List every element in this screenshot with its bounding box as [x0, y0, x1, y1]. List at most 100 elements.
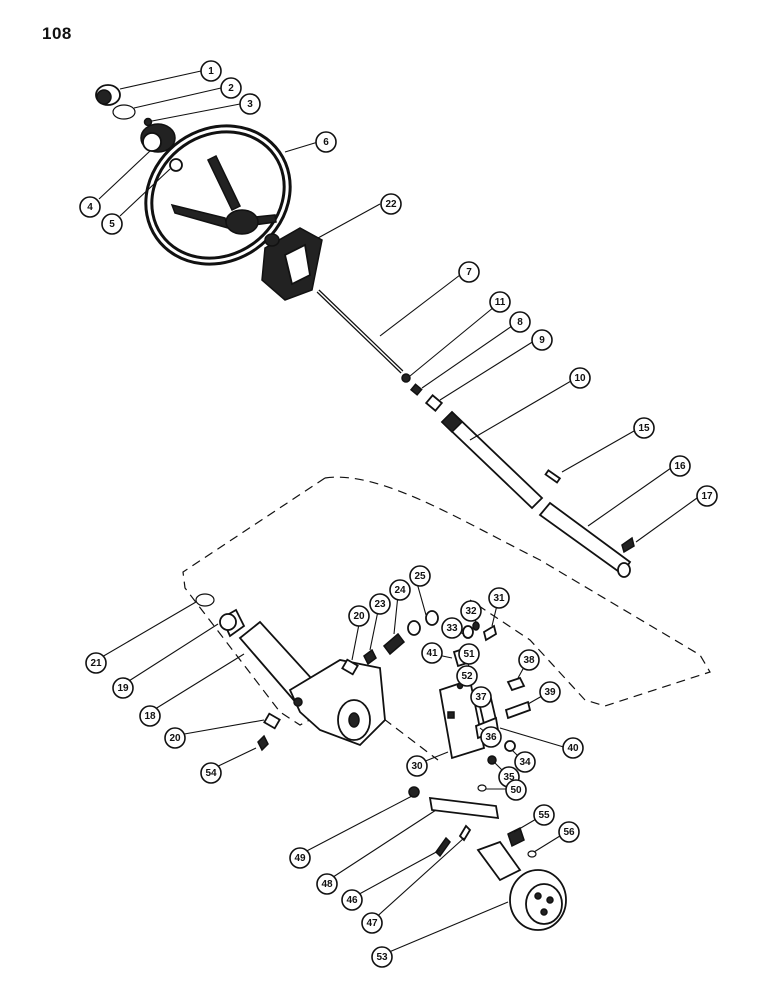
- bolt-31: [482, 624, 498, 642]
- callout-circle: [562, 737, 584, 759]
- link-38: [506, 676, 526, 692]
- callout-label: 47: [366, 918, 378, 929]
- callout-circle: [509, 311, 531, 333]
- callout-label: 24: [394, 585, 406, 596]
- callout-circle: [361, 912, 383, 934]
- callout-label: 23: [374, 599, 386, 610]
- callout-17: 17: [696, 485, 718, 507]
- callout-circle: [200, 762, 222, 784]
- callout-10: 10: [569, 367, 591, 389]
- callout-circle: [441, 617, 463, 639]
- spline-hub: [140, 123, 176, 153]
- callout-label: 4: [87, 202, 93, 213]
- spring-23: [363, 648, 377, 666]
- callout-25: 25: [409, 565, 431, 587]
- callout-circle: [456, 665, 478, 687]
- bushing-20-upper: [341, 658, 359, 676]
- callout-24: 24: [389, 579, 411, 601]
- callout-circle: [348, 605, 370, 627]
- callout-circle: [696, 485, 718, 507]
- callout-label: 49: [294, 853, 306, 864]
- callout-circle: [409, 565, 431, 587]
- callout-label: 48: [321, 879, 333, 890]
- column-boot: [261, 227, 323, 301]
- nuts-25: [407, 610, 439, 636]
- callout-circle: [289, 847, 311, 869]
- steering-shaft: [316, 289, 404, 374]
- column-tube: [440, 410, 544, 510]
- callout-label: 50: [510, 785, 522, 796]
- callout-label: 15: [638, 423, 650, 434]
- callout-39: 39: [539, 681, 561, 703]
- callout-47: 47: [361, 912, 383, 934]
- callout-label: 55: [538, 810, 550, 821]
- callout-40: 40: [562, 737, 584, 759]
- callout-21: 21: [85, 652, 107, 674]
- callout-label: 38: [523, 655, 535, 666]
- callout-label: 53: [376, 952, 388, 963]
- callout-circle: [389, 579, 411, 601]
- steering-wheel: [144, 124, 292, 266]
- callout-circle: [480, 726, 502, 748]
- callout-label: 35: [503, 772, 515, 783]
- callout-label: 21: [90, 658, 102, 669]
- shaft-collar: [401, 373, 411, 383]
- callout-circle: [421, 642, 443, 664]
- gear-55: [507, 826, 525, 848]
- callout-label: 20: [169, 733, 181, 744]
- callout-54: 54: [200, 762, 222, 784]
- callout-20: 20: [164, 727, 186, 749]
- stud-54: [257, 734, 269, 752]
- callout-22: 22: [380, 193, 402, 215]
- bolt-34: [504, 740, 516, 752]
- callout-label: 25: [414, 571, 426, 582]
- hydraulic-unit: [476, 840, 567, 931]
- callout-circle: [569, 367, 591, 389]
- callout-circle: [220, 77, 242, 99]
- callout-37: 37: [470, 686, 492, 708]
- callout-16: 16: [669, 455, 691, 477]
- callout-label: 41: [426, 648, 438, 659]
- cotter-pin: [621, 536, 635, 554]
- callout-31: 31: [488, 587, 510, 609]
- callout-18: 18: [139, 705, 161, 727]
- callout-2: 2: [220, 77, 242, 99]
- callout-38: 38: [518, 649, 540, 671]
- callout-41: 41: [421, 642, 443, 664]
- callout-9: 9: [531, 329, 553, 351]
- callout-6: 6: [315, 131, 337, 153]
- callout-circle: [380, 193, 402, 215]
- link-39: [504, 700, 532, 720]
- o-ring: [112, 104, 136, 120]
- callout-circle: [533, 804, 555, 826]
- callout-circle: [341, 889, 363, 911]
- callout-circle: [316, 873, 338, 895]
- callout-circle: [669, 455, 691, 477]
- callout-circle: [531, 329, 553, 351]
- callout-label: 11: [495, 297, 506, 308]
- spacer: [409, 383, 423, 396]
- callout-label: 3: [247, 99, 253, 110]
- callout-circle: [505, 779, 527, 801]
- ring-21: [195, 593, 215, 607]
- callout-circle: [539, 681, 561, 703]
- callout-label: 33: [446, 623, 458, 634]
- callout-label: 36: [485, 732, 497, 743]
- callout-circle: [518, 649, 540, 671]
- callout-48: 48: [316, 873, 338, 895]
- callout-label: 17: [701, 491, 713, 502]
- bushing-20-lower: [263, 712, 281, 730]
- washer-33: [462, 625, 474, 639]
- callout-bubbles: 1234562271189101516172524232021191820543…: [79, 60, 718, 968]
- callout-circle: [460, 600, 482, 622]
- callout-circle: [458, 261, 480, 283]
- nut-49: [408, 786, 420, 798]
- callout-circle: [101, 213, 123, 235]
- callout-1: 1: [200, 60, 222, 82]
- pin: [544, 469, 562, 484]
- callout-label: 40: [567, 743, 579, 754]
- washer-32: [472, 621, 480, 631]
- callout-circle: [406, 755, 428, 777]
- ring-56: [527, 850, 537, 858]
